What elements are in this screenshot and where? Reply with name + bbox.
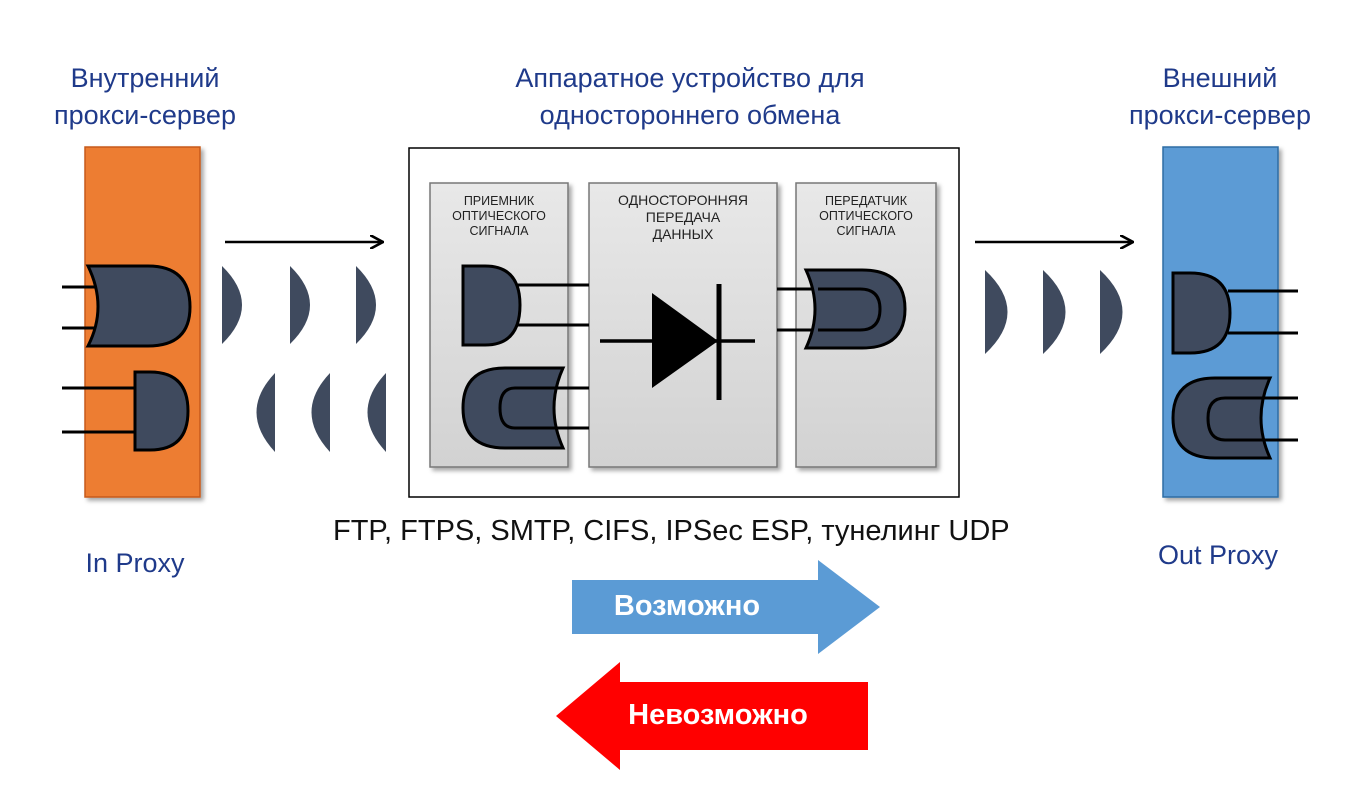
transmitter-label-line1: ПЕРЕДАТЧИК — [824, 194, 908, 208]
in-proxy-title-line1: Внутренний — [70, 63, 220, 93]
in-proxy-or-gate — [62, 264, 192, 348]
oneway-label: ОДНОСТОРОННЯЯ ПЕРЕДАЧА ДАННЫХ — [589, 192, 777, 243]
out-proxy-title-line2: прокси-сервер — [1129, 100, 1311, 130]
right-signal-pulses — [985, 270, 1123, 354]
receiver-label-line1: ПРИЕМНИК — [463, 194, 535, 208]
left-signal-pulses — [222, 266, 386, 452]
out-proxy-title-line1: Внешний — [1162, 63, 1278, 93]
protocols-text: FTP, FTPS, SMTP, CIFS, IPSec ESP, тунели… — [333, 515, 1010, 547]
receiver-and-gate — [461, 264, 589, 347]
out-proxy-or-gate — [1171, 376, 1298, 460]
device-title: Аппаратное устройство для одностороннего… — [440, 60, 940, 134]
in-proxy-title: Внутренний прокси-сервер — [20, 60, 270, 134]
possible-label: Возможно — [613, 590, 761, 622]
transmitter-label-line3: СИГНАЛА — [836, 224, 896, 238]
receiver-or-gate — [461, 366, 589, 450]
oneway-label-line3: ДАННЫХ — [652, 226, 714, 242]
oneway-label-line2: ПЕРЕДАЧА — [645, 209, 721, 225]
out-proxy-title: Внешний прокси-сервер — [1095, 60, 1345, 134]
in-proxy-title-line2: прокси-сервер — [54, 100, 236, 130]
in-proxy-and-gate — [62, 370, 190, 452]
possible-arrow — [572, 560, 880, 654]
impossible-arrow — [556, 662, 868, 770]
transmitter-label: ПЕРЕДАТЧИК ОПТИЧЕСКОГО СИГНАЛА — [796, 194, 936, 239]
diode-icon — [600, 284, 755, 400]
receiver-label: ПРИЕМНИК ОПТИЧЕСКОГО СИГНАЛА — [430, 194, 568, 239]
in-proxy-label: In Proxy — [85, 548, 185, 578]
receiver-label-line2: ОПТИЧЕСКОГО — [452, 209, 546, 223]
transmitter-or-gate — [777, 268, 907, 350]
device-title-line2: одностороннего обмена — [539, 100, 841, 130]
device-title-line1: Аппаратное устройство для — [515, 63, 865, 93]
out-proxy-label: Out Proxy — [1157, 540, 1279, 570]
oneway-label-line1: ОДНОСТОРОННЯЯ — [618, 192, 748, 208]
transmitter-label-line2: ОПТИЧЕСКОГО — [819, 209, 913, 223]
out-proxy-and-gate — [1171, 271, 1298, 355]
impossible-label: Невозможно — [628, 699, 808, 731]
receiver-label-line3: СИГНАЛА — [469, 224, 529, 238]
